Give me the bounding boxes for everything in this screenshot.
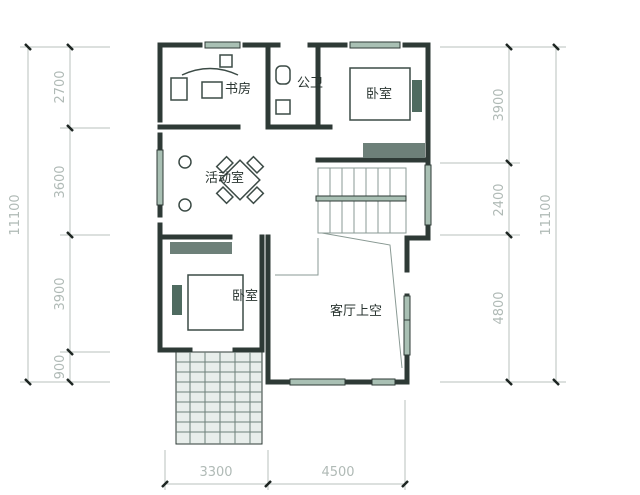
dim-left-total: 11100 (8, 194, 23, 235)
entrance-steps (175, 351, 263, 445)
room-label-bathroom: 公卫 (297, 76, 323, 91)
room-label-activity-room: 活动室 (205, 170, 244, 186)
dim-right-1: 3900 (492, 88, 507, 121)
dim-left-3: 3900 (53, 277, 68, 310)
room-label-bedroom-ne: 卧室 (366, 86, 392, 102)
dim-right-2: 2400 (492, 183, 507, 216)
right-dimensions: 3900 2400 4800 11100 (440, 43, 566, 386)
furniture (170, 54, 425, 331)
room-label-bedroom-sw: 卧室 (232, 288, 258, 304)
dim-left-1: 2700 (53, 70, 68, 103)
bottom-dimensions: 3300 4500 (161, 400, 409, 490)
dim-bottom-2: 4500 (321, 465, 354, 480)
staircase (275, 167, 407, 369)
dim-bottom-1: 3300 (199, 465, 232, 480)
dim-right-3: 4800 (492, 291, 507, 324)
dim-right-total: 11100 (539, 194, 554, 235)
windows (156, 41, 432, 386)
room-label-study: 书房 (225, 81, 251, 97)
left-dimensions: 11100 2700 3600 3900 900 (8, 43, 110, 386)
dim-left-4: 900 (53, 355, 68, 380)
walls (157, 42, 431, 385)
dim-left-2: 3600 (53, 165, 68, 198)
room-label-living-void: 客厅上空 (330, 303, 382, 319)
